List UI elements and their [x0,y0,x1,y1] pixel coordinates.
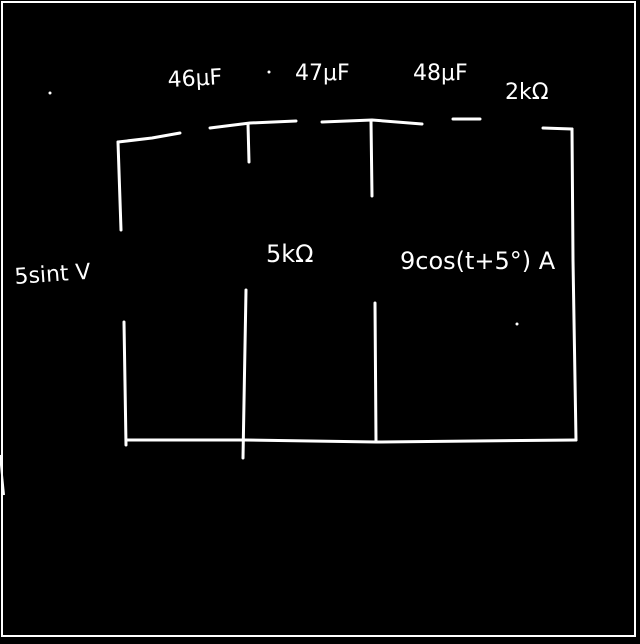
stray-dot [515,322,519,326]
right-branch [570,127,578,442]
resistor-label-series: 2kΩ [505,80,549,105]
left-branch-upper [116,140,123,232]
branch-1-upper [246,122,251,164]
bottom-wire [124,438,578,444]
branch-1-lower [241,288,248,460]
top-wire-segment [541,126,574,131]
branch-2-upper [369,119,374,198]
capacitor-label-1: 46μF [167,65,223,93]
stray-dot [48,91,52,95]
top-wire-segment [208,119,298,130]
capacitor-label-3: 48μF [413,61,468,86]
voltage-source-label: 5sint V [14,260,92,290]
capacitor-label-2: 47μF [295,61,350,86]
branch-2-lower [373,301,378,443]
left-edge-tick-marks [0,454,5,496]
stray-dot [267,70,271,74]
image-border [1,1,636,637]
left-branch-lower [122,320,128,447]
current-source-label: 9cos(t+5°) A [400,247,556,275]
top-wire-segment [116,131,182,144]
top-wire [116,117,574,144]
resistor-label-shunt: 5kΩ [266,240,314,268]
